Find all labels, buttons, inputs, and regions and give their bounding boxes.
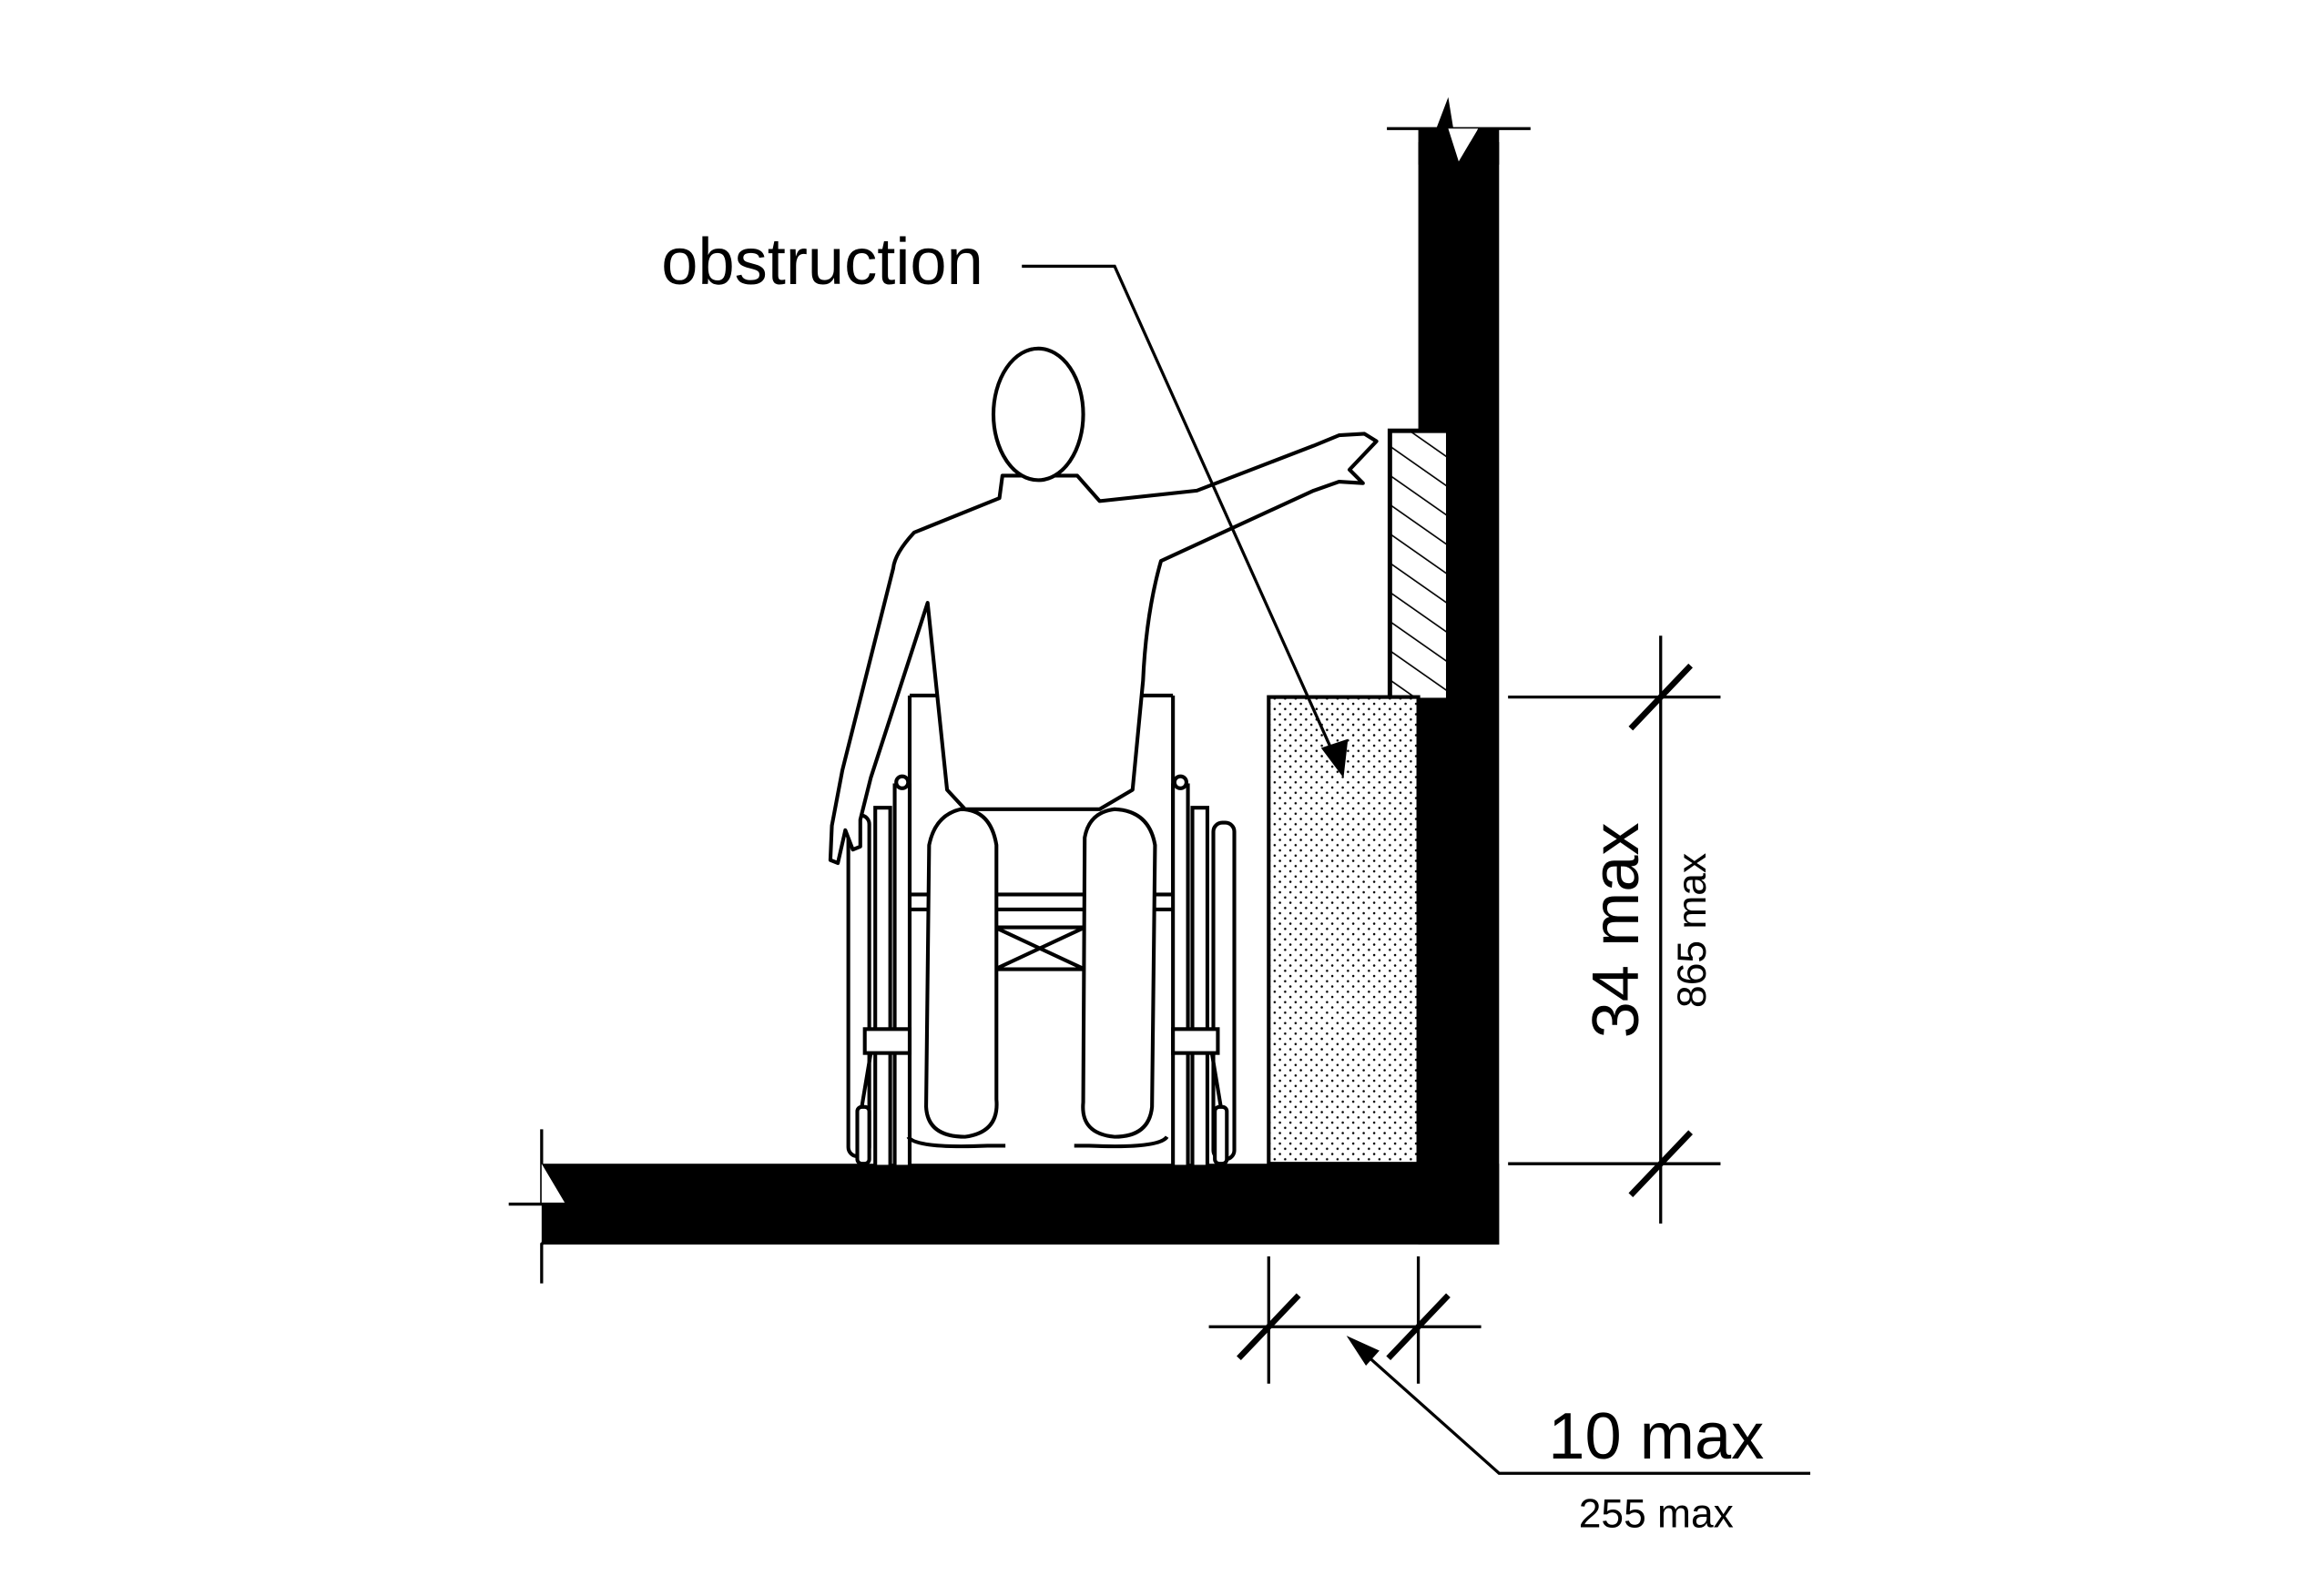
depth-metric-label: 255 max [1579,1491,1734,1536]
floor-slab [508,1129,1500,1284]
height-dimension [1508,635,1721,1224]
wheelchair [846,693,1237,1169]
depth-dimension [1208,1256,1811,1475]
obstruction-leader-arrow [1022,264,1349,778]
wall-control [1387,428,1451,703]
obstruction-label: obstruction [661,226,983,299]
wheelchair-user-figure [828,346,1379,1139]
height-imperial-label: 34 max [1580,822,1653,1038]
height-metric-label: 865 max [1670,853,1715,1008]
depth-leader-arrowhead [1346,1336,1380,1366]
depth-imperial-label: 10 max [1548,1400,1764,1473]
